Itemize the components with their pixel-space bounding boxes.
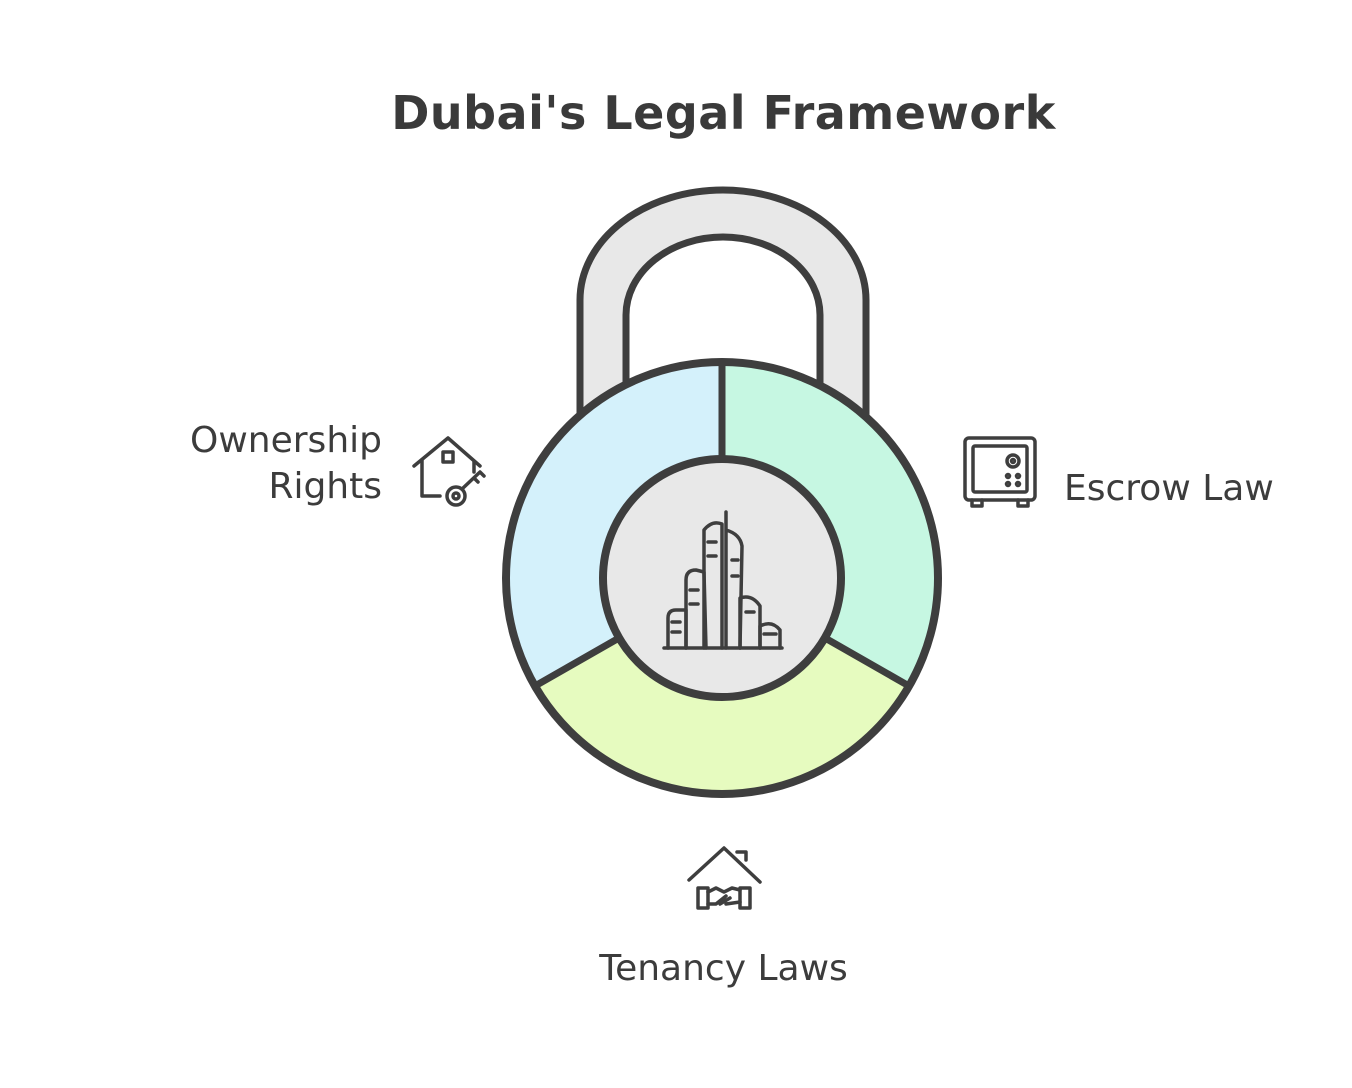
- divider-right: [823, 634, 911, 690]
- safe-icon: [963, 436, 1037, 508]
- divider-left: [533, 634, 621, 690]
- house-key-icon: [412, 436, 486, 507]
- segment-tenancy-laws: [536, 638, 908, 792]
- segment-escrow-law: [722, 364, 936, 685]
- house-handshake-icon: [687, 846, 762, 910]
- padlock-shackle: [576, 186, 870, 419]
- diagram-title: Dubai's Legal Framework: [391, 86, 1056, 140]
- ownership-rights-label: Ownership Rights: [190, 418, 382, 510]
- segment-ownership-rights: [508, 364, 722, 685]
- ownership-rights-label-line1: Ownership: [190, 420, 382, 461]
- ownership-rights-label-line2: Rights: [268, 466, 382, 507]
- escrow-law-label: Escrow Law: [1064, 468, 1274, 509]
- tenancy-laws-label: Tenancy Laws: [599, 948, 848, 989]
- skyscrapers-icon: [662, 510, 784, 650]
